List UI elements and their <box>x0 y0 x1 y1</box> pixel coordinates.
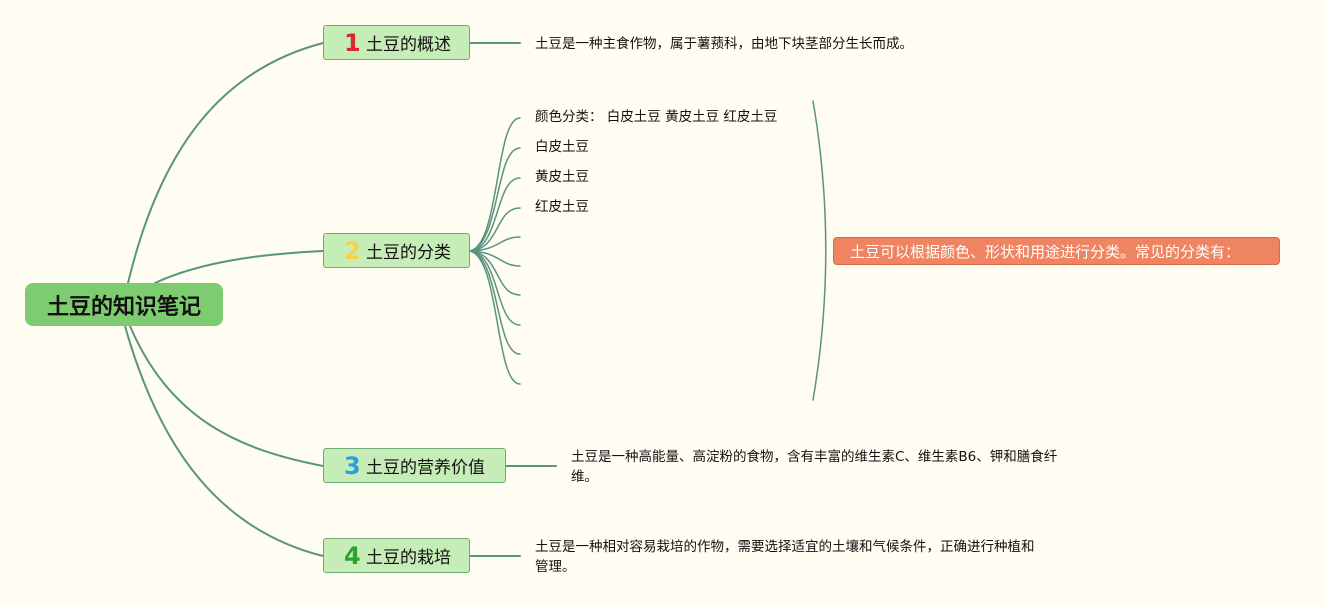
link-root-branch-1 <box>127 42 324 284</box>
number-1-icon: 1 <box>344 28 361 57</box>
link-branch-2-empty-4 <box>469 250 521 326</box>
classification-summary[interactable]: 土豆可以根据颜色、形状和用途进行分类。常见的分类有： <box>833 237 1280 265</box>
root-topic[interactable]: 土豆的知识笔记 <box>25 283 223 326</box>
link-root-branch-2 <box>154 250 324 284</box>
link-root-branch-3 <box>129 325 324 467</box>
link-branch-2-leaf-4 <box>469 207 521 252</box>
branch-cultivation[interactable]: 4 土豆的栽培 <box>323 538 470 573</box>
branch-overview[interactable]: 1 土豆的概述 <box>323 25 470 60</box>
branch-overview-label: 土豆的概述 <box>366 35 451 55</box>
leaf-nutrition-text[interactable]: 土豆是一种高能量、高淀粉的食物，含有丰富的维生素C、维生素B6、钾和膳食纤维。 <box>571 449 1058 485</box>
classification-summary-text: 土豆可以根据颜色、形状和用途进行分类。常见的分类有： <box>850 242 1241 261</box>
summary-bracket <box>812 100 827 401</box>
link-branch-2-empty-2 <box>469 250 521 267</box>
leaf-white-potato[interactable]: 白皮土豆 <box>535 139 589 155</box>
leaf-cultivation-text[interactable]: 土豆是一种相对容易栽培的作物，需要选择适宜的土壤和气候条件，正确进行种植和管理。 <box>535 539 1035 575</box>
link-root-branch-4 <box>124 325 324 557</box>
number-3-icon: 3 <box>344 451 361 480</box>
branch-cultivation-label: 土豆的栽培 <box>366 548 451 568</box>
branch-nutrition-label: 土豆的营养价值 <box>366 458 485 478</box>
leaf-yellow-potato[interactable]: 黄皮土豆 <box>535 169 589 185</box>
link-branch-2-empty-3 <box>469 250 521 296</box>
branch-nutrition[interactable]: 3 土豆的营养价值 <box>323 448 506 483</box>
link-branch-2-empty-1 <box>469 236 521 252</box>
leaf-red-potato[interactable]: 红皮土豆 <box>535 199 589 215</box>
number-2-icon: 2 <box>344 236 361 265</box>
leaf-color-classes[interactable]: 颜色分类： 白皮土豆 黄皮土豆 红皮土豆 <box>535 109 778 125</box>
link-branch-2-leaf-3 <box>469 177 521 252</box>
branch-classification-label: 土豆的分类 <box>366 243 451 263</box>
link-branch-2-empty-5 <box>469 250 521 355</box>
link-branch-2-empty-6 <box>469 250 521 385</box>
link-branch-2-leaf-2 <box>469 147 521 252</box>
number-4-icon: 4 <box>344 541 361 570</box>
leaf-overview-text[interactable]: 土豆是一种主食作物，属于薯蓣科，由地下块茎部分生长而成。 <box>535 36 913 52</box>
root-topic-label: 土豆的知识笔记 <box>46 294 201 320</box>
branch-classification[interactable]: 2 土豆的分类 <box>323 233 470 268</box>
link-branch-2-leaf-1 <box>469 117 521 252</box>
